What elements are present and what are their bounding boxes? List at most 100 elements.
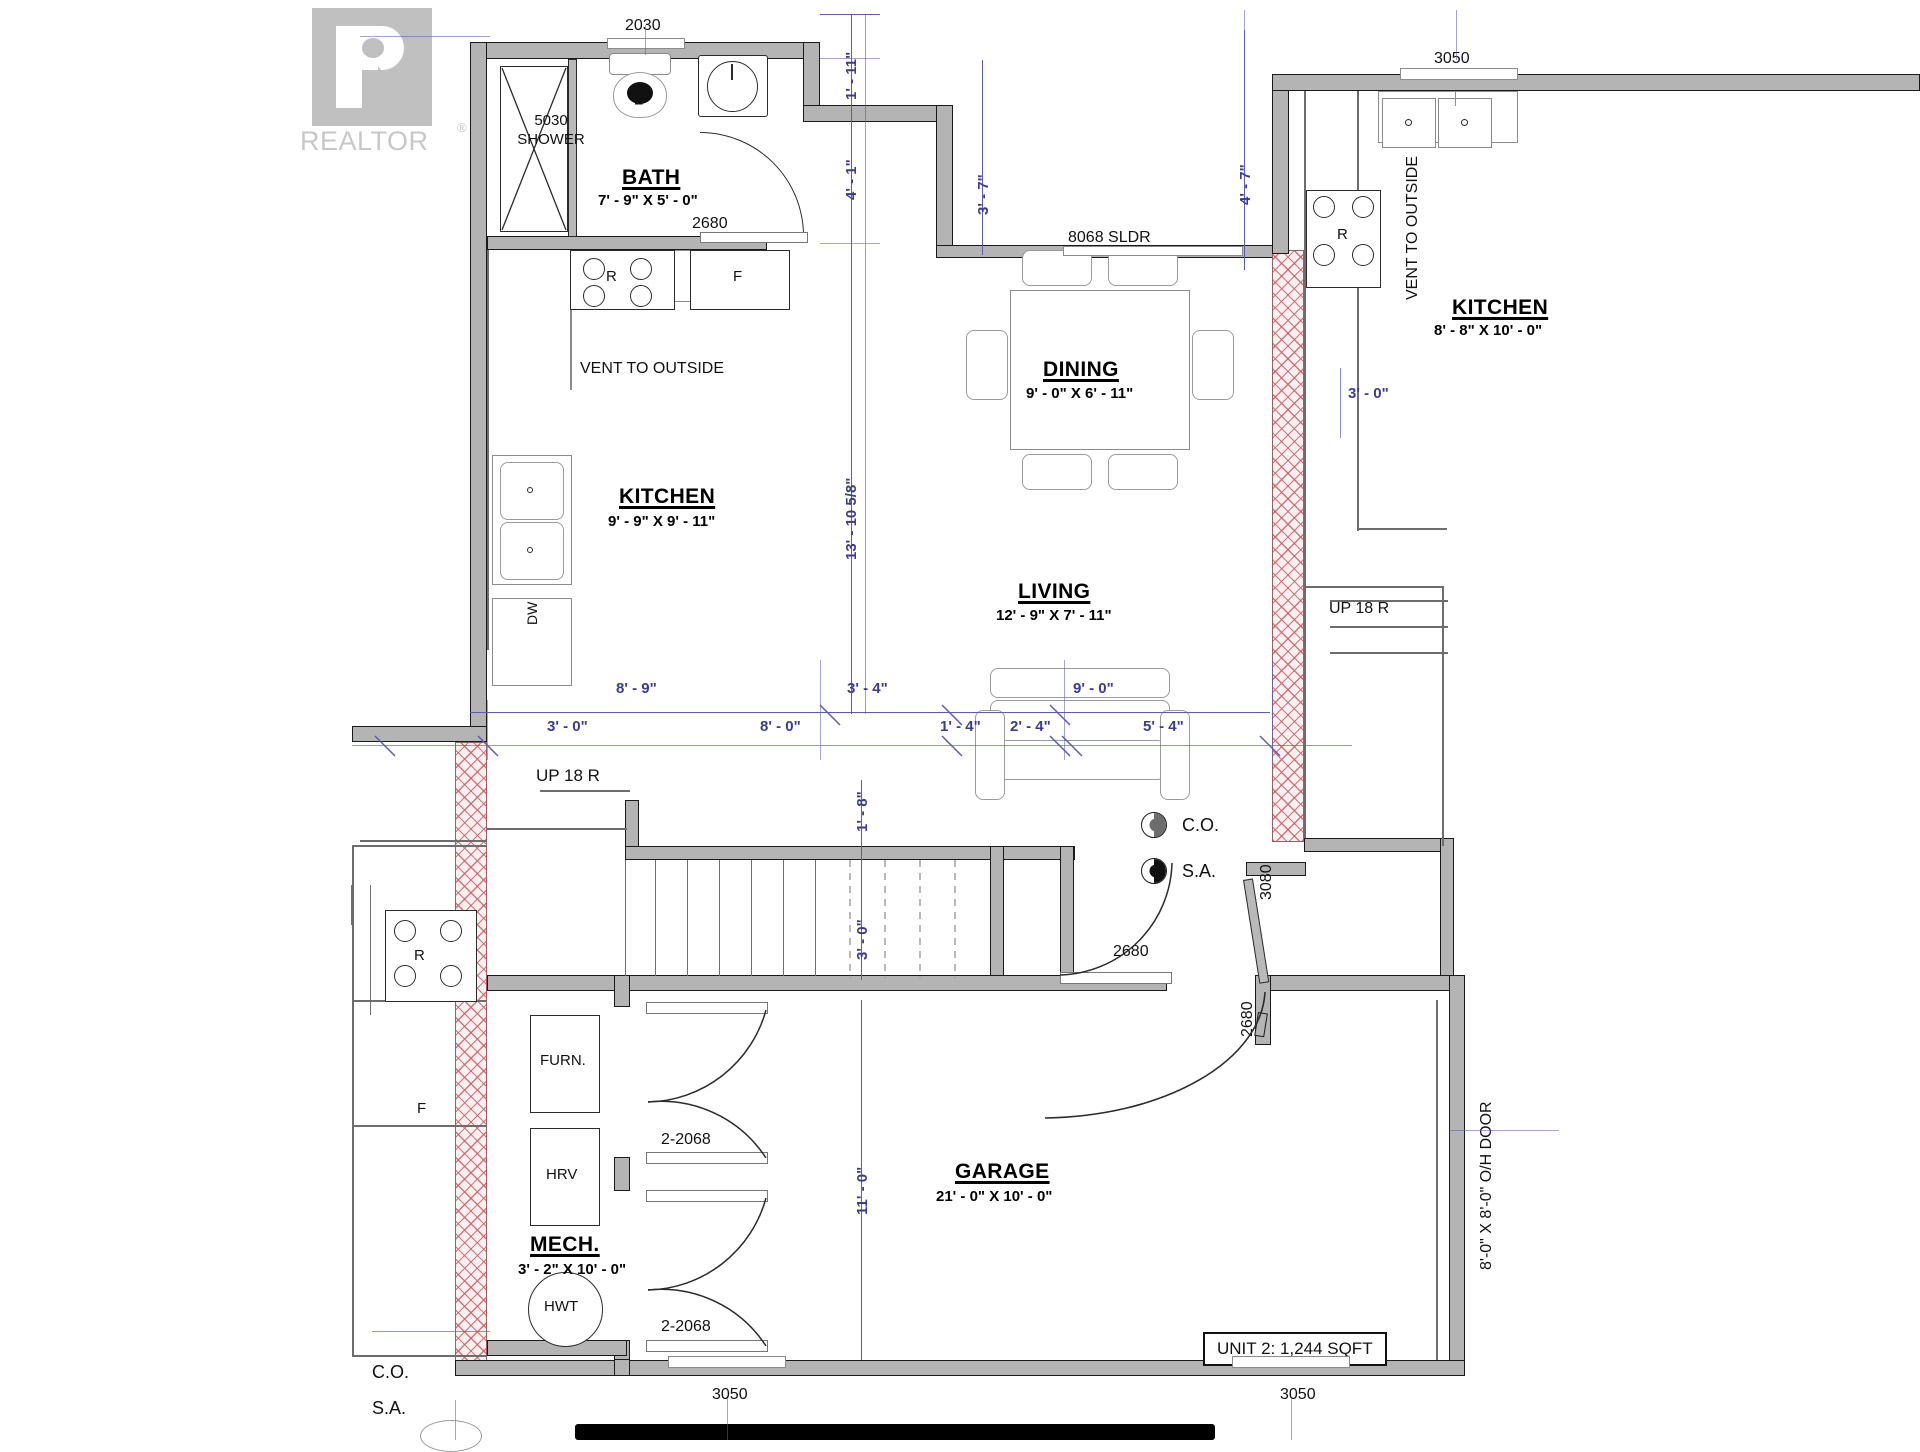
dim-ext-k <box>1456 10 1458 60</box>
furnace-unit <box>530 1015 600 1113</box>
door-mech-upper-swing-icon <box>647 1010 767 1158</box>
door-mech-upper-leaf-a <box>646 1002 768 1014</box>
door-stair-swing-icon <box>1060 862 1173 976</box>
wall-right-unit-jog <box>1440 838 1454 978</box>
front-door-label: 3080 <box>1258 864 1275 900</box>
burner-r1-icon <box>1313 196 1335 218</box>
burner-4-icon <box>630 285 652 307</box>
hrv-unit <box>530 1128 600 1226</box>
dim-ext-c <box>1064 660 1066 760</box>
sink-right-drain-a-icon <box>1405 119 1412 126</box>
room-name-kitchen-left: KITCHEN <box>619 485 716 508</box>
dining-chair-top-a <box>1022 250 1092 286</box>
dining-chair-bottom-b <box>1108 454 1178 490</box>
shower-x-icon <box>501 67 567 231</box>
sink-right-drain-b-icon <box>1461 119 1468 126</box>
window-kitchen-right <box>1400 68 1518 80</box>
burner-r2-icon <box>1352 196 1374 218</box>
room-name-living: LIVING <box>1018 580 1091 603</box>
carbon-monoxide-detector-icon <box>1141 812 1167 838</box>
line-neighbor-counter-low <box>352 1125 487 1127</box>
dim-h-1-4: 1' - 4" <box>940 718 981 735</box>
dim-ext-e <box>455 1400 457 1440</box>
smoke-alarm-label: S.A. <box>1182 861 1217 881</box>
watermark-r-counter <box>362 38 384 58</box>
dim-v-11-0: 11' - 0" <box>854 1166 871 1215</box>
carbon-monoxide-label: C.O. <box>1182 815 1220 835</box>
fridge-left-label: F <box>733 268 743 285</box>
dim-h-8-0: 8' - 0" <box>760 718 801 735</box>
line-landing-edge3 <box>360 840 487 842</box>
stair-right-tread-1 <box>1330 600 1448 602</box>
door-mech-lower-label: 2-2068 <box>661 1318 711 1335</box>
line-neighbor-wall <box>352 845 354 1355</box>
sink-basin-bath <box>707 61 758 112</box>
line-neighbor-counter-top <box>352 845 487 847</box>
burner-3-icon <box>583 285 605 307</box>
burner-n3-icon <box>394 965 416 987</box>
room-name-dining: DINING <box>1043 358 1119 381</box>
stair-right-tread-3 <box>1330 652 1448 654</box>
line-landing-edge <box>540 790 630 792</box>
door-bath-label: 2680 <box>692 215 728 232</box>
party-wall-upper <box>1272 250 1304 842</box>
dim-v-3-7: 3' - 7" <box>975 174 992 215</box>
door-mech-lower-leaf-b <box>646 1340 768 1352</box>
dim-v-3-0-stairs: 3' - 0" <box>854 919 871 960</box>
dim-ext-f <box>727 1398 729 1440</box>
bottom-black-bar <box>575 1424 1215 1440</box>
faucet-right <box>1455 92 1457 106</box>
dim-v-3-0-right: 3' - 0" <box>1348 385 1389 402</box>
dim-ext-a <box>487 700 489 760</box>
hwt-label: HWT <box>544 1298 579 1315</box>
watermark-r-stem <box>336 26 362 108</box>
sofa-back <box>990 668 1170 698</box>
window-bottom-right-label: 3050 <box>1280 1386 1316 1403</box>
dim-h-3-4: 3' - 4" <box>847 680 888 697</box>
dim-v-1-8: 1' - 8" <box>854 791 871 832</box>
party-wall-lower <box>455 742 487 1376</box>
room-name-garage: GARAGE <box>955 1160 1050 1183</box>
room-name-mech: MECH. <box>530 1233 600 1256</box>
room-name-kitchen-right: KITCHEN <box>1452 296 1549 319</box>
dim-v-1-11: 1' - 11" <box>843 51 860 100</box>
line-right-stair-edge <box>1442 586 1444 846</box>
dim-ext-l <box>1244 10 1246 40</box>
dim-ext-i <box>1449 1130 1559 1132</box>
wall-right-unit-top <box>1272 74 1920 91</box>
dim-chain-v-stairs <box>861 780 863 980</box>
dining-chair-right <box>1192 330 1234 400</box>
window-bottom-right <box>1232 1356 1350 1368</box>
door-mech-lower-swing-icon <box>647 1198 767 1346</box>
room-dims-kitchen-left: 9' - 9" X 9' - 11" <box>608 513 716 530</box>
vent-left-label: VENT TO OUTSIDE <box>580 360 725 377</box>
line-right-cabinet-edge <box>1304 91 1306 591</box>
dining-chair-left <box>966 330 1008 400</box>
dim-chain-h-lower <box>352 745 1352 747</box>
stair-tread-6 <box>815 860 817 976</box>
dim-chain-h-upper <box>470 712 1270 714</box>
room-dims-kitchen-right: 8' - 8" X 10' - 0" <box>1434 322 1543 339</box>
burner-2-icon <box>630 258 652 280</box>
wall-step-right <box>803 105 953 122</box>
line-right-kitchen-counter-v <box>1357 91 1359 531</box>
wall-left-jog <box>352 726 487 742</box>
room-dims-mech: 3' - 2" X 10' - 0" <box>518 1261 627 1278</box>
door-mech-lower-leaf-a <box>646 1190 768 1202</box>
dim-tick-v-b <box>820 58 880 60</box>
wall-right-unit-lower <box>1304 838 1454 852</box>
wall-bath-bottom <box>487 236 767 250</box>
door-bath-leaf <box>700 232 808 243</box>
window-kitchen-right-label: 3050 <box>1434 50 1470 67</box>
hrv-label: HRV <box>546 1166 578 1183</box>
dim-h-3-0: 3' - 0" <box>547 718 588 735</box>
hot-water-tank <box>528 1272 603 1347</box>
wall-front-step <box>1246 862 1306 876</box>
room-dims-living: 12' - 9" X 7' - 11" <box>996 607 1112 624</box>
dim-v-13-10: 13' - 10 5/8" <box>843 477 860 560</box>
line-neighbor-counter-bot <box>352 1355 487 1357</box>
toilet-f-mark: F <box>633 98 646 106</box>
dim-ext-b <box>820 660 822 760</box>
furnace-label: FURN. <box>540 1052 586 1069</box>
stair-right-tread-2 <box>1330 626 1448 628</box>
